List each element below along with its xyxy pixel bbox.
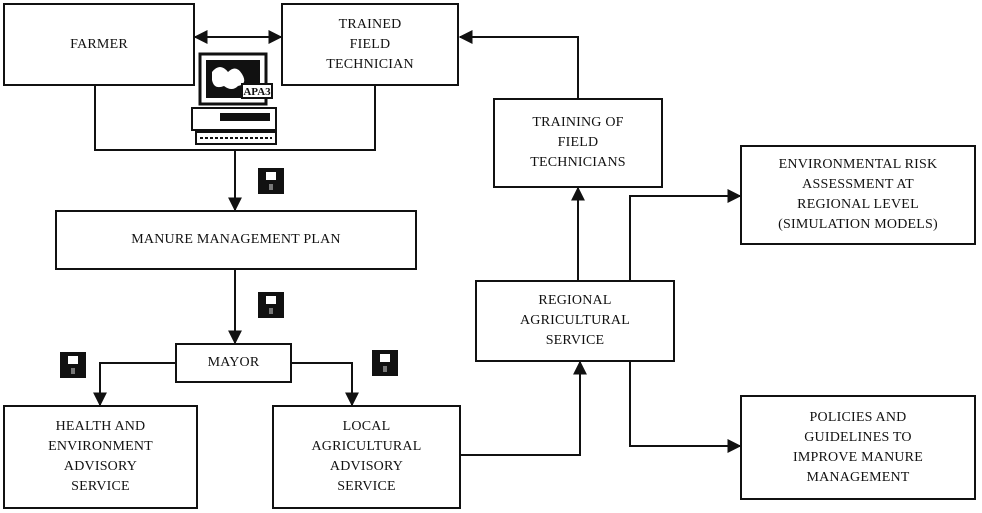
computer-icon: APA3 — [191, 52, 277, 145]
regional-label: REGIONAL AGRICULTURAL SERVICE — [520, 293, 630, 348]
arrow-regional-policies — [629, 362, 742, 453]
training-box: TRAINING OF FIELD TECHNICIANS — [493, 98, 663, 188]
floppy-disk-icon — [60, 352, 86, 378]
connector-technician-down — [235, 86, 376, 151]
policies-box: POLICIES AND GUIDELINES TO IMPROVE MANUR… — [740, 395, 976, 500]
plan-box: MANURE MANAGEMENT PLAN — [55, 210, 417, 270]
mayor-box: MAYOR — [175, 343, 292, 383]
farmer-box: FARMER — [3, 3, 195, 86]
floppy-disk-icon — [372, 350, 398, 376]
mayor-label: MAYOR — [207, 355, 260, 370]
policies-label: POLICIES AND GUIDELINES TO IMPROVE MANUR… — [793, 409, 923, 485]
connector-farmer-down — [94, 86, 235, 151]
health-label: HEALTH AND ENVIRONMENT ADVISORY SERVICE — [48, 419, 153, 494]
technician-label: TRAINED FIELD TECHNICIAN — [326, 16, 414, 72]
training-label: TRAINING OF FIELD TECHNICIANS — [530, 115, 626, 170]
floppy-disk-icon — [258, 168, 284, 194]
technician-box: TRAINED FIELD TECHNICIAN — [281, 3, 459, 86]
risk-label: ENVIRONMENTAL RISK ASSESSMENT AT REGIONA… — [778, 157, 938, 232]
local-box: LOCAL AGRICULTURAL ADVISORY SERVICE — [272, 405, 461, 509]
computer-screen-label: APA3 — [243, 86, 271, 98]
arrow-mayor-health — [93, 362, 175, 407]
arrow-local-regional — [461, 360, 587, 456]
arrow-training-technician — [458, 30, 579, 98]
risk-box: ENVIRONMENTAL RISK ASSESSMENT AT REGIONA… — [740, 145, 976, 245]
arrow-mayor-local — [292, 362, 359, 407]
arrow-regional-risk — [629, 189, 742, 280]
farmer-label: FARMER — [70, 36, 128, 52]
regional-box: REGIONAL AGRICULTURAL SERVICE — [475, 280, 675, 362]
health-box: HEALTH AND ENVIRONMENT ADVISORY SERVICE — [3, 405, 198, 509]
floppy-disk-icon — [258, 292, 284, 318]
plan-label: MANURE MANAGEMENT PLAN — [131, 232, 341, 247]
local-label: LOCAL AGRICULTURAL ADVISORY SERVICE — [311, 419, 422, 494]
